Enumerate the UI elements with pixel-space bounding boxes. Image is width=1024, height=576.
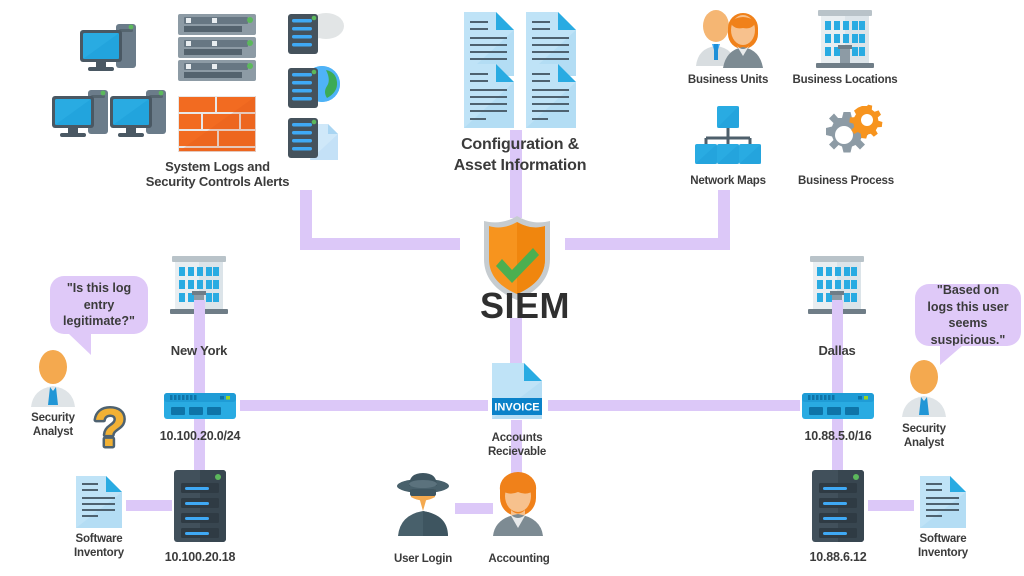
security-analyst-label-left-line2: Analyst — [32, 425, 74, 438]
globe-server-icon — [284, 62, 346, 114]
connector-dallas-to-switch — [832, 300, 843, 398]
accounts-receivable-label: Accounts Recievable — [467, 432, 567, 459]
analyst-question-bubble-right: "Based on logs this user seems suspiciou… — [915, 283, 1021, 347]
analyst-question-bubble-left-text: "Is this log entry legitimate?" — [63, 281, 135, 329]
security-analyst-label-left-line1: Security — [31, 412, 75, 424]
system-logs-label: System Logs and Security Controls Alerts — [110, 159, 325, 190]
network-maps-label: Network Maps — [690, 175, 766, 187]
connector-invoice-to-accounting — [511, 420, 522, 482]
connector-host-to-inventory-right — [868, 500, 914, 511]
software-inventory-label-left-line1: Software — [75, 533, 123, 545]
host-label-left: 10.100.20.18 — [164, 550, 236, 564]
spy-user-icon — [392, 470, 454, 538]
connector-switch-to-host-right — [832, 418, 843, 474]
connector-business-horizontal — [565, 238, 730, 250]
document-icon-inventory-right — [918, 474, 968, 530]
config-asset-label-line2: Asset Information — [453, 157, 587, 175]
user-avatar-icon-left — [28, 347, 78, 409]
security-analyst-label-right-line1: Security — [902, 423, 946, 435]
cloud-server-icon — [284, 8, 346, 60]
org-chart-icon — [692, 104, 764, 166]
server-rack-icon — [176, 12, 260, 82]
site-label-newyork: New York — [170, 343, 228, 358]
office-building-icon-newyork — [166, 252, 232, 318]
server-tower-icon-right — [810, 468, 866, 544]
desktop-computer-icon-2 — [50, 88, 122, 148]
connector-logs-horizontal — [300, 238, 460, 250]
connector-login-to-accounting — [455, 503, 493, 514]
connector-inventory-to-host-left — [126, 500, 172, 511]
accounting-label: Accounting — [488, 553, 550, 565]
host-label-right: 10.88.6.12 — [809, 550, 867, 564]
connector-backbone-right — [548, 400, 800, 411]
software-inventory-label-right-line1: Software — [919, 533, 967, 545]
security-analyst-label-right-line2: Analyst — [903, 436, 945, 449]
accounts-receivable-label-line1: Accounts — [491, 432, 543, 444]
security-analyst-label-left: Security Analyst — [8, 412, 98, 439]
config-asset-label-line1: Configuration & — [461, 136, 579, 153]
network-label-right: 10.88.5.0/16 — [804, 429, 872, 443]
system-logs-label-line2: Security Controls Alerts — [145, 174, 290, 190]
business-units-label: Business Units — [687, 74, 769, 86]
connector-backbone-left — [240, 400, 488, 411]
connector-newyork-to-switch — [194, 300, 205, 398]
business-locations-label: Business Locations — [792, 74, 898, 86]
site-label-dallas: Dallas — [818, 343, 856, 358]
connector-switch-to-host-left — [194, 418, 205, 474]
connector-siem-down — [510, 318, 522, 364]
svg-text:?: ? — [94, 398, 127, 458]
gears-icon — [812, 104, 883, 166]
business-process-label: Business Process — [798, 175, 894, 187]
software-inventory-label-right: Software Inventory — [893, 533, 993, 560]
config-documents-group — [462, 10, 578, 128]
desktop-computer-icon-1 — [78, 22, 150, 82]
svg-text:?: ? — [94, 398, 127, 458]
config-asset-label: Configuration & Asset Information — [404, 134, 636, 176]
connector-logs-vertical — [300, 190, 312, 244]
question-mark-icon: ? ? — [90, 396, 130, 461]
server-tower-icon-left — [172, 468, 228, 544]
bubble-tail-right — [938, 345, 964, 367]
connector-business-vertical — [718, 190, 730, 244]
analyst-question-bubble-right-text: "Based on logs this user seems suspiciou… — [927, 283, 1009, 347]
network-label-left: 10.100.20.0/24 — [159, 429, 241, 443]
user-login-label: User Login — [393, 553, 453, 565]
siem-title: SIEM — [480, 285, 571, 326]
office-building-icon-top — [812, 6, 878, 72]
system-logs-label-line1: System Logs and — [165, 159, 270, 174]
invoice-document-icon: INVOICE — [491, 362, 543, 420]
software-inventory-label-left-line2: Inventory — [74, 546, 124, 559]
network-switch-icon-left — [163, 392, 237, 420]
document-icon-inventory-left — [74, 474, 124, 530]
bubble-tail-left — [67, 333, 93, 357]
connector-config-to-siem — [510, 130, 522, 218]
analyst-question-bubble-left: "Is this log entry legitimate?" — [50, 276, 148, 334]
user-avatar-icon-right — [899, 357, 949, 419]
software-inventory-label-right-line2: Inventory — [918, 546, 968, 559]
shield-check-icon — [480, 214, 554, 302]
software-inventory-label-left: Software Inventory — [49, 533, 149, 560]
firewall-brick-icon — [178, 96, 256, 152]
desktop-computer-icon-3 — [108, 88, 180, 148]
female-user-icon — [489, 470, 547, 538]
network-switch-icon-right — [801, 392, 875, 420]
accounts-receivable-label-line2: Recievable — [487, 445, 547, 458]
svg-text:INVOICE: INVOICE — [494, 402, 539, 414]
document-server-icon — [284, 112, 346, 164]
security-analyst-label-right: Security Analyst — [879, 423, 969, 450]
people-group-icon — [692, 8, 764, 70]
